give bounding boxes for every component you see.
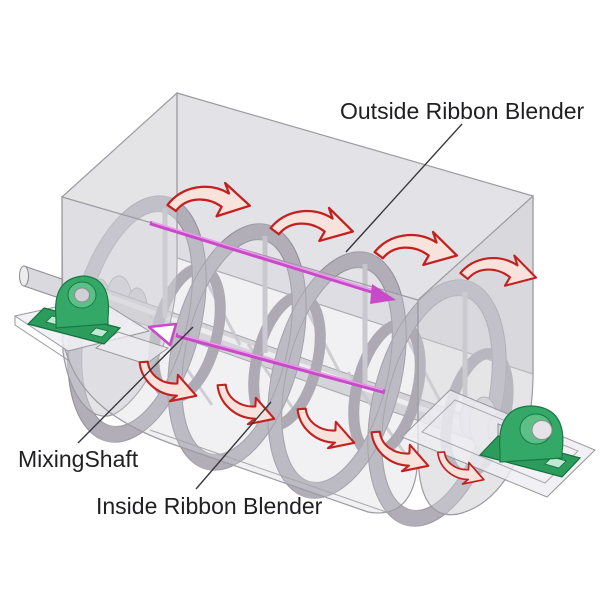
label-inside-ribbon-blender: Inside Ribbon Blender (96, 493, 323, 519)
left-bearing (26, 275, 122, 345)
flow-arrow-outer (149, 220, 396, 304)
label-outside-ribbon-blender: Outside Ribbon Blender (340, 98, 585, 124)
right-bearing (478, 405, 582, 478)
leader-outside-ribbon (345, 123, 463, 253)
label-mixing-shaft: MixingShaft (18, 446, 139, 472)
leader-mixing-shaft (77, 326, 194, 444)
left-shaft-stub (19, 265, 63, 300)
leader-inside-ribbon (195, 401, 272, 490)
flow-arrow-inner (147, 322, 386, 395)
leader-lines (77, 123, 463, 490)
